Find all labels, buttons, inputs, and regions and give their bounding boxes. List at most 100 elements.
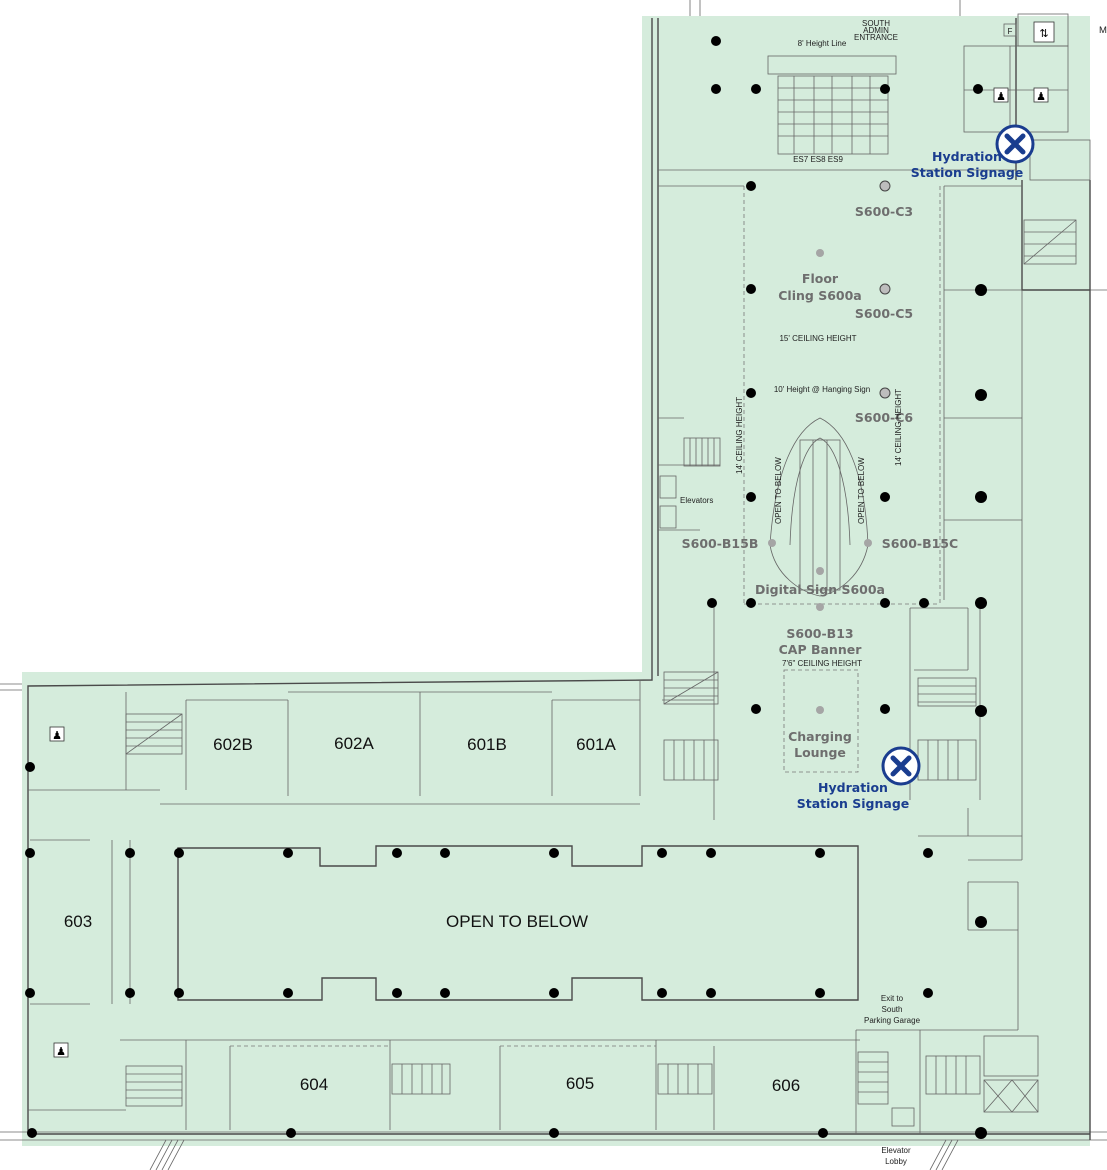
- charging-lounge-box: [783, 669, 859, 773]
- hydration-x-icon: [995, 124, 1035, 164]
- room-601a: 601A: [576, 735, 616, 754]
- svg-text:♟: ♟: [996, 91, 1006, 103]
- digital-sign-label: Digital Sign S600a: [755, 582, 885, 597]
- poi-c6: [879, 387, 891, 399]
- column-dot: [125, 848, 135, 858]
- signage-points: [768, 180, 891, 714]
- svg-text:♟: ♟: [56, 1046, 66, 1058]
- column-dot: [880, 704, 890, 714]
- restroom-icon: [53, 1042, 69, 1058]
- column-dot: [746, 492, 756, 502]
- svg-text:♟: ♟: [1036, 91, 1046, 103]
- south-admin-note-3: ENTRANCE: [854, 33, 898, 42]
- column-dot: [25, 848, 35, 858]
- open-below-left-note: OPEN TO BELOW: [774, 457, 783, 524]
- floor-cling-label-2: Cling S600a: [778, 288, 861, 303]
- elevators-note: Elevators: [680, 496, 713, 505]
- column-dot: [125, 988, 135, 998]
- hatch-strips: [149, 1139, 959, 1170]
- svg-text:⇅: ⇅: [1039, 28, 1048, 40]
- column-dot: [283, 848, 293, 858]
- hydration-top-label-1: Hydration: [932, 149, 1002, 164]
- sign-c6-label: S600-C6: [855, 410, 913, 425]
- elevator-lobby-note-1: Elevator: [881, 1146, 911, 1155]
- column-dot: [975, 284, 987, 296]
- room-602a: 602A: [334, 734, 374, 753]
- sign-b15b-label: S600-B15B: [682, 536, 759, 551]
- poi-c5: [879, 283, 891, 295]
- column-dot: [711, 84, 721, 94]
- outer-walls: [27, 18, 1091, 1140]
- column-dot: [818, 1128, 828, 1138]
- poi-b13: [816, 603, 824, 611]
- restroom-icon: [1033, 87, 1049, 103]
- f-box-label: F: [1008, 27, 1013, 36]
- sign-c3-label: S600-C3: [855, 204, 913, 219]
- column-dot: [751, 704, 761, 714]
- open-to-below-label: OPEN TO BELOW: [446, 912, 588, 931]
- hydration-mid-label-2: Station Signage: [797, 796, 910, 811]
- column-dot: [392, 988, 402, 998]
- charging-label-2: Lounge: [794, 745, 846, 760]
- column-dot: [657, 848, 667, 858]
- column-dot: [392, 848, 402, 858]
- corner-letter: M: [1099, 25, 1107, 36]
- column-dot: [815, 848, 825, 858]
- poi-b15c: [864, 539, 872, 547]
- column-dot: [174, 848, 184, 858]
- column-dot: [923, 988, 933, 998]
- column-dot: [706, 848, 716, 858]
- column-dot: [440, 848, 450, 858]
- column-dot: [27, 1128, 37, 1138]
- room-606: 606: [772, 1076, 800, 1095]
- exit-note-1: Exit to: [881, 994, 904, 1003]
- column-dot: [975, 916, 987, 928]
- column-dot: [706, 988, 716, 998]
- room-604: 604: [300, 1075, 328, 1094]
- restroom-icons: ♟ ♟ ♟ ♟ ⇅: [49, 21, 1055, 1058]
- column-dot: [746, 181, 756, 191]
- sign-b15c-label: S600-B15C: [882, 536, 958, 551]
- structural-columns: [25, 36, 987, 1139]
- ceiling-15-note: 15' CEILING HEIGHT: [779, 334, 856, 343]
- height-line-note: 8' Height Line: [798, 39, 847, 48]
- elevator-lobby-note-2: Lobby: [885, 1157, 907, 1166]
- column-dot: [973, 84, 983, 94]
- open-to-below-void: [177, 845, 859, 1001]
- south-admin-note-2: ADMIN: [863, 26, 889, 35]
- poi-b15b: [768, 539, 776, 547]
- open-below-right-note: OPEN TO BELOW: [857, 457, 866, 524]
- column-dot: [283, 988, 293, 998]
- hydration-top-label-2: Station Signage: [911, 165, 1024, 180]
- column-dot: [174, 988, 184, 998]
- floor-cling-label-1: Floor: [802, 271, 839, 286]
- charging-label-1: Charging: [788, 729, 852, 744]
- column-dot: [549, 848, 559, 858]
- escalator-stack-north: [777, 75, 889, 155]
- column-dot: [880, 84, 890, 94]
- poi-c3: [879, 180, 891, 192]
- column-dot: [25, 762, 35, 772]
- column-dot: [975, 491, 987, 503]
- column-dot: [923, 848, 933, 858]
- column-dot: [440, 988, 450, 998]
- atrium: [743, 186, 941, 605]
- column-dot: [880, 492, 890, 502]
- column-dot: [707, 598, 717, 608]
- north-wing-walls: [658, 55, 1023, 1030]
- hydration-mid-label-1: Hydration: [818, 780, 888, 795]
- column-dot: [751, 84, 761, 94]
- room-601b: 601B: [467, 735, 507, 754]
- column-dot: [286, 1128, 296, 1138]
- ceiling-14-right-note: 14' CEILING HEIGHT: [894, 389, 903, 466]
- column-dot: [25, 988, 35, 998]
- sign-b13-label-2: CAP Banner: [779, 642, 863, 657]
- escalator-note: ES7 ES8 ES9: [793, 155, 843, 164]
- restroom-icon: [49, 726, 65, 742]
- sign-c5-label: S600-C5: [855, 306, 913, 321]
- exit-note-2: South: [882, 1005, 903, 1014]
- column-dot: [711, 36, 721, 46]
- poi-digital-sign: [816, 567, 824, 575]
- hanging-sign-note: 10' Height @ Hanging Sign: [774, 385, 870, 394]
